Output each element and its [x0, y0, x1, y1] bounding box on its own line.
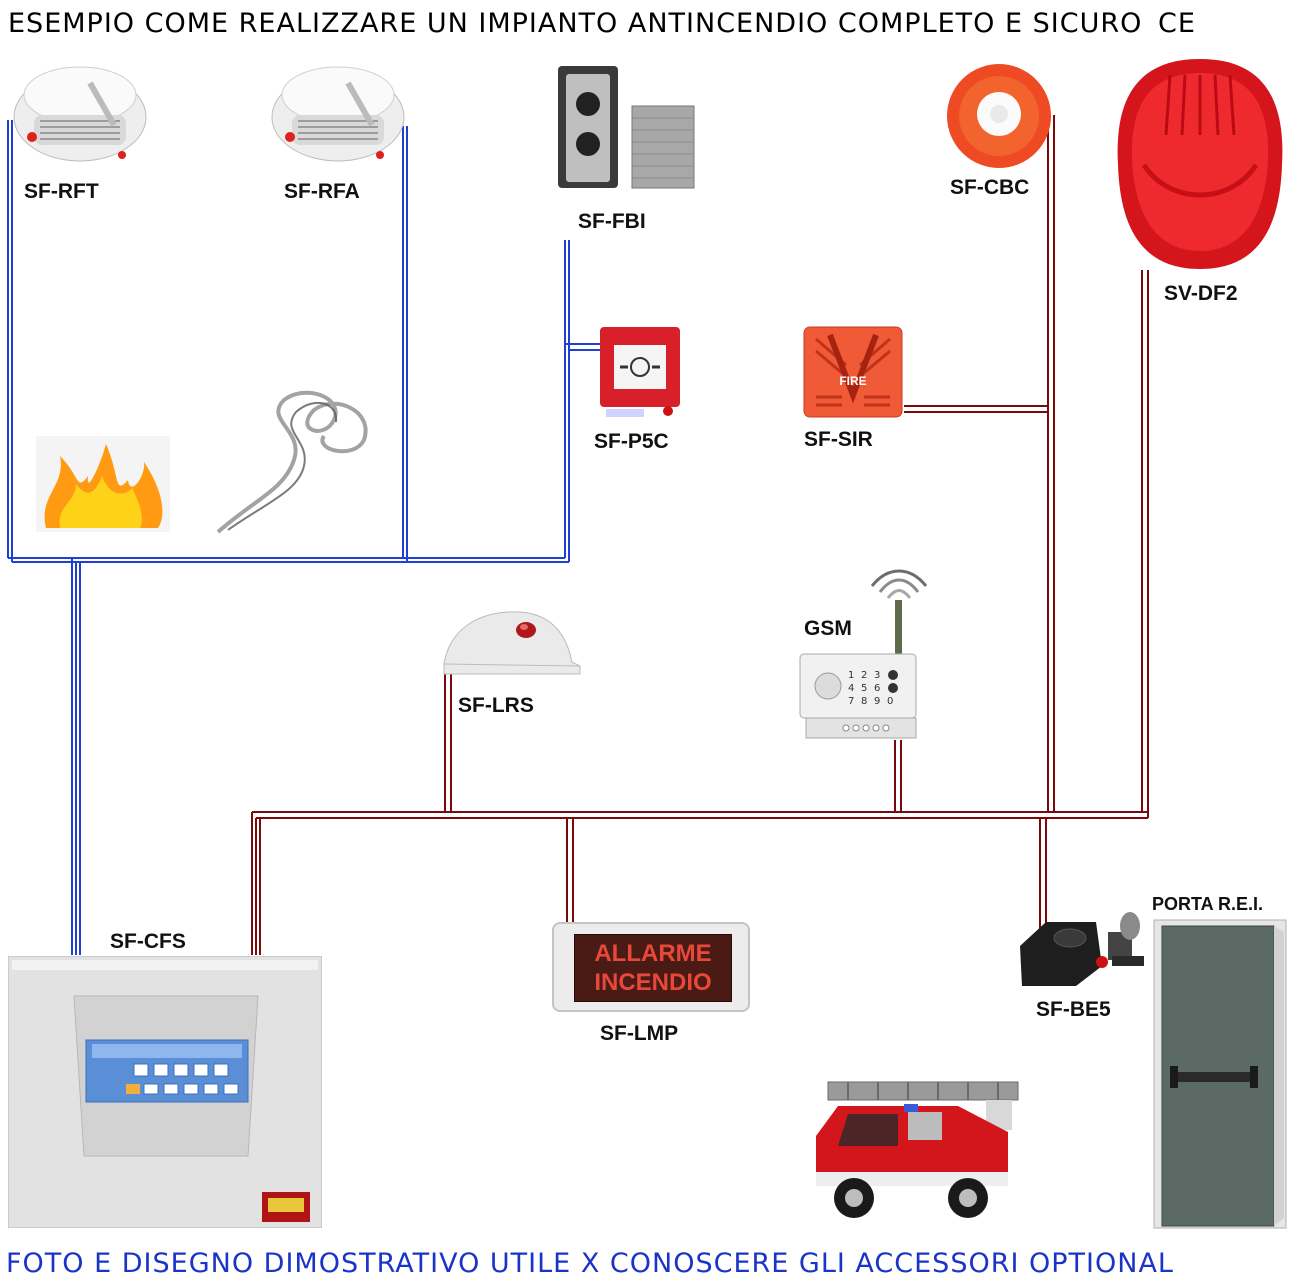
outdoor-siren-icon	[1117, 59, 1283, 269]
label-sf-lmp: SF-LMP	[600, 1022, 679, 1045]
wire-sir	[904, 405, 1048, 413]
wire-bus	[252, 811, 1148, 819]
wire-fbi	[564, 240, 570, 562]
label-sf-cfs: SF-CFS	[110, 930, 186, 953]
wire-rft	[7, 120, 13, 562]
label-sf-rft: SF-RFT	[24, 180, 99, 203]
smoke-icon	[216, 390, 368, 534]
beam-detector-icon	[558, 66, 695, 189]
gsm-module-icon: 1 2 3 4 5 6 7 8 9 0	[799, 600, 917, 739]
diagram-title: ESEMPIO COME REALIZZARE UN IMPIANTO ANTI…	[8, 8, 1196, 39]
fire-truck-icon	[816, 1081, 1019, 1218]
siren-icon: FIRE	[803, 326, 903, 418]
keypad-key: 3	[874, 670, 880, 681]
manual-call-point-icon	[600, 327, 680, 417]
sign-line-2: INCENDIO	[594, 969, 712, 996]
bell-icon	[947, 64, 1051, 168]
wire-cbc	[1047, 115, 1055, 812]
label-sf-rfa: SF-RFA	[284, 180, 360, 203]
wire-df2	[1141, 270, 1149, 818]
label-porta-rei: PORTA R.E.I.	[1152, 894, 1264, 914]
wire-p5c	[565, 343, 600, 351]
keypad-key: 7	[848, 696, 854, 707]
wire-gsm	[894, 740, 902, 812]
footer-caption: FOTO E DISEGNO DIMOSTRATIVO UTILE X CONO…	[6, 1248, 1174, 1279]
wire-loop	[8, 557, 569, 563]
sounder-wiring	[251, 115, 1149, 955]
alarm-sign-display: ALLARME INCENDIO	[574, 934, 732, 1002]
label-sf-lrs: SF-LRS	[458, 694, 534, 717]
keypad-key: 1	[848, 670, 854, 681]
wire-panel-blue	[71, 558, 81, 955]
alarm-sign: ALLARME INCENDIO	[552, 922, 750, 1012]
smoke-detector-icon	[271, 66, 405, 162]
door-magnet-icon	[1020, 912, 1144, 986]
label-sf-p5c: SF-P5C	[594, 430, 669, 453]
wire-rfa	[402, 126, 408, 562]
wireless-signal-icon	[870, 569, 928, 599]
siren-fire-text: FIRE	[839, 374, 866, 388]
wire-lrs	[444, 668, 452, 812]
label-gsm: GSM	[804, 617, 852, 640]
control-panel-icon	[8, 956, 322, 1228]
flame-icon	[36, 436, 170, 532]
ce-mark: CE	[1157, 8, 1196, 39]
keypad-key: 6	[874, 683, 880, 694]
keypad-key: 5	[861, 683, 867, 694]
label-sf-fbi: SF-FBI	[578, 210, 646, 233]
keypad-key: 8	[861, 696, 867, 707]
label-sf-sir: SF-SIR	[804, 428, 873, 451]
label-sf-be5: SF-BE5	[1036, 998, 1111, 1021]
label-sf-cbc: SF-CBC	[950, 176, 1030, 199]
label-sv-df2: SV-DF2	[1164, 282, 1238, 305]
smoke-detector-icon	[13, 66, 147, 162]
wire-be5	[1039, 818, 1047, 930]
keypad-key: 2	[861, 670, 867, 681]
wire-panel-red	[251, 812, 261, 955]
title-text: ESEMPIO COME REALIZZARE UN IMPIANTO ANTI…	[8, 8, 1143, 39]
fire-door-icon	[1153, 919, 1287, 1229]
keypad-key: 0	[887, 696, 893, 707]
wire-lmp	[566, 818, 574, 928]
keypad-key: 9	[874, 696, 880, 707]
detector-wiring	[7, 120, 600, 955]
sign-line-1: ALLARME	[594, 940, 712, 967]
keypad-key: 4	[848, 683, 854, 694]
remote-indicator-icon	[443, 611, 581, 675]
